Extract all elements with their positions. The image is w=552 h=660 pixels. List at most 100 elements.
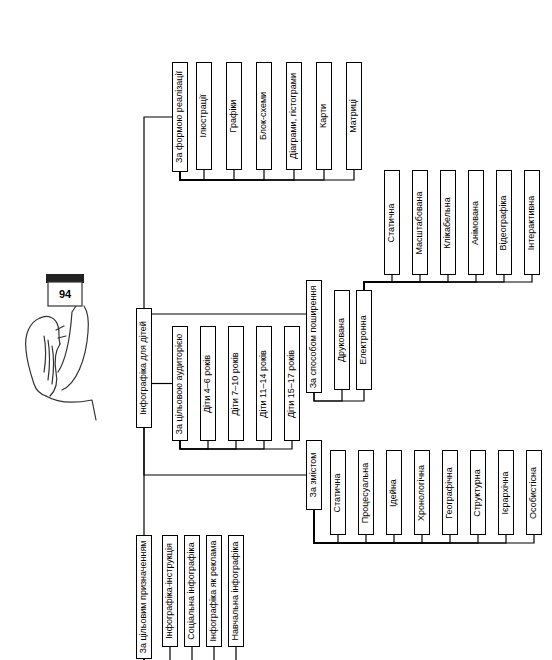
tree-connector <box>364 275 532 290</box>
box-label: Масштабована <box>415 191 425 254</box>
tree-connector <box>180 170 264 180</box>
box-label: За цільовим призначенням <box>139 540 149 653</box>
box-label: Діаграми, гістограми <box>289 73 299 159</box>
box-label: За змістом <box>309 453 319 498</box>
box-label: Географічна <box>445 467 455 519</box>
box-label: Анімована <box>471 201 481 245</box>
category-box: Географічна <box>442 450 458 535</box>
box-label: Електронна <box>359 315 369 364</box>
box-label: Хронологічна <box>417 464 427 520</box>
category-box: Статична <box>384 170 400 275</box>
box-label: Клікабельна <box>443 197 453 248</box>
category-box: Анімована <box>468 170 484 275</box>
category-box: Структурна <box>470 450 486 535</box>
tree-connector <box>180 170 324 180</box>
box-label: Інфографіка як реклама <box>209 540 219 641</box>
category-box: Ідейна <box>386 450 402 535</box>
box-label: Графіки <box>229 100 239 133</box>
box-label: Карти <box>319 104 329 128</box>
tree-connector <box>180 170 234 180</box>
category-box: Інтерактивна <box>524 170 540 275</box>
category-box: Друкована <box>334 290 350 390</box>
box-label: Ієрархічна <box>501 471 511 514</box>
tree-connector <box>180 441 208 449</box>
category-box: Процесуальна <box>358 450 374 535</box>
box-label: Структурна <box>473 469 483 517</box>
category-box: Електронна <box>356 290 372 390</box>
tree-connector <box>144 428 306 475</box>
reader-figure <box>26 306 96 420</box>
tree-connector <box>180 441 264 449</box>
figure-face <box>56 326 66 338</box>
box-label: Відеографіка <box>499 195 509 250</box>
root-box: Інфографіка для дітей <box>136 308 152 428</box>
category-box: Особистісна <box>526 450 542 535</box>
box-label: За цільовою аудиторією <box>175 333 185 434</box>
category-box: Ієрархічна <box>498 450 514 535</box>
box-label: Блок-схеми <box>259 92 269 140</box>
category-box: За способом поширення <box>306 280 322 393</box>
category-box: Навчальна інфографіка <box>228 535 244 647</box>
tree-connector <box>180 170 294 180</box>
box-label: За формою реалізації <box>175 71 185 163</box>
category-box: За формою реалізації <box>172 62 188 172</box>
category-box: Відеографіка <box>496 170 512 275</box>
category-box: Діти 4–6 років <box>200 326 216 441</box>
category-box: Хронологічна <box>414 450 430 535</box>
box-label: Діти 15–17 років <box>287 349 297 417</box>
box-label: Ілюстрації <box>199 95 209 138</box>
figure-right-arm <box>62 306 88 390</box>
category-box: Діти 11–14 років <box>256 326 272 441</box>
category-box: Карти <box>316 62 332 170</box>
box-label: Ідейна <box>389 479 399 507</box>
box-label: Інтерактивна <box>527 195 537 249</box>
box-label: Соціальна інфографіка <box>187 542 197 639</box>
tree-connector <box>152 383 172 384</box>
box-label: За способом поширення <box>309 285 319 388</box>
category-box: Інфографіка як реклама <box>206 535 222 647</box>
category-box: Ілюстрації <box>196 62 212 170</box>
category-box: Соціальна інфографіка <box>184 535 200 647</box>
category-box: Статична <box>330 450 346 535</box>
category-box: Діти 15–17 років <box>284 326 300 441</box>
tree-connector <box>180 441 236 449</box>
category-box: Масштабована <box>412 170 428 275</box>
category-box: За цільовою аудиторією <box>172 326 188 441</box>
tree-connector <box>144 647 214 660</box>
box-label: Діти 4–6 років <box>203 355 213 413</box>
tree-connector <box>144 117 172 308</box>
category-box: Інфографіка-інструкція <box>162 535 178 647</box>
figure-head <box>40 316 60 344</box>
tree-connector <box>152 313 306 314</box>
box-label: Діти 7–10 років <box>231 352 241 415</box>
category-box: Клікабельна <box>440 170 456 275</box>
figure-shoulder <box>46 396 96 420</box>
figure-left-arm <box>58 306 76 372</box>
figure-beard <box>50 344 60 396</box>
box-label: Матриці <box>349 99 359 133</box>
box-label: Інфографіка-інструкція <box>165 543 175 639</box>
box-label: Інфографіка для дітей <box>139 321 149 414</box>
tree-connector <box>180 441 292 449</box>
figure-hair <box>26 318 46 396</box>
tree-connector <box>144 647 236 660</box>
box-label: Особистісна <box>529 467 539 519</box>
box-label: Діти 11–14 років <box>259 350 269 417</box>
category-box: За змістом <box>306 440 322 510</box>
category-box: Блок-схеми <box>256 62 272 170</box>
category-box: Діаграми, гістограми <box>286 62 302 170</box>
figure-beard-strands <box>44 336 54 384</box>
box-label: Процесуальна <box>361 462 371 522</box>
category-box: Діти 7–10 років <box>228 326 244 441</box>
category-box: Графіки <box>226 62 242 170</box>
category-box: Матриці <box>346 62 362 170</box>
book-page <box>48 282 82 306</box>
box-label: Статична <box>333 473 343 512</box>
box-label: Друкована <box>337 318 347 362</box>
tree-connector <box>180 170 354 180</box>
tree-connector <box>314 510 394 543</box>
box-label: Навчальна інфографіка <box>231 541 241 640</box>
